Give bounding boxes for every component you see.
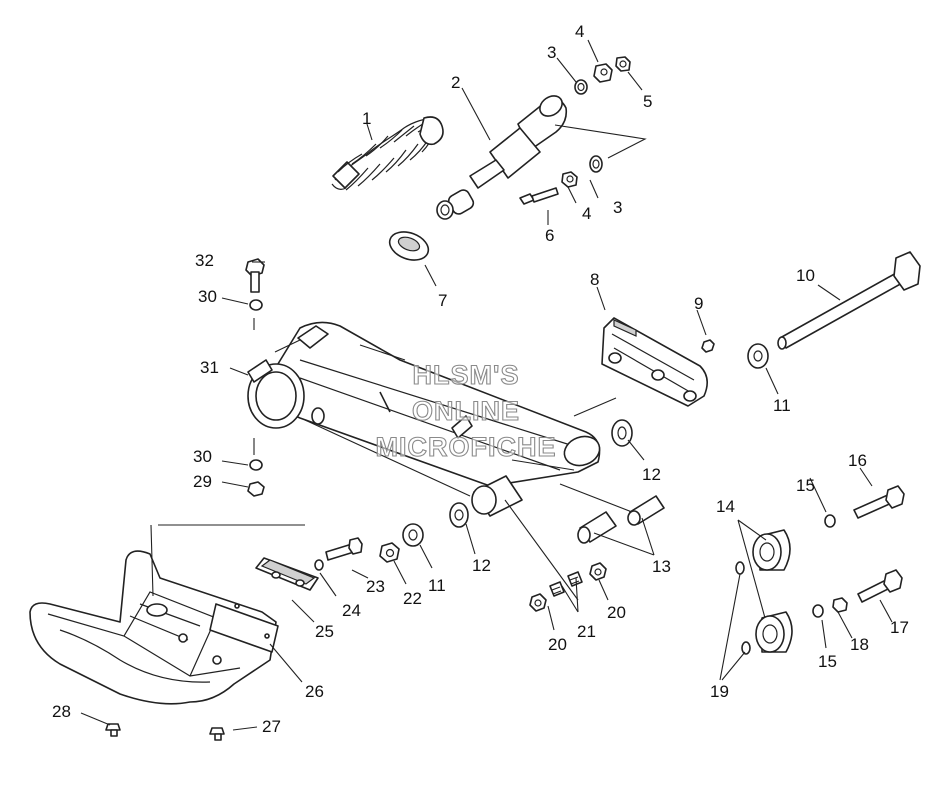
callout-13: 13	[652, 557, 671, 576]
watermark-line-3: MICROFICHE	[376, 432, 557, 462]
callout-16: 16	[848, 451, 867, 470]
skid-screw-part	[105, 723, 225, 741]
callout-8: 8	[590, 270, 599, 289]
screw-part	[701, 339, 715, 353]
callout-4a: 4	[575, 22, 584, 41]
callout-3b: 3	[613, 198, 622, 217]
callout-25: 25	[315, 622, 334, 641]
skid-plate-part	[29, 550, 279, 705]
spring-seat-part	[388, 231, 430, 261]
callout-29: 29	[193, 472, 212, 491]
lock-nut-part	[615, 56, 631, 72]
arm-fastener-part	[245, 258, 265, 497]
watermark: HLSM'S ONLINE MICROFICHE	[375, 359, 557, 462]
callout-26: 26	[305, 682, 324, 701]
hex-bolt-part	[325, 537, 363, 561]
callout-20b: 20	[548, 635, 567, 654]
flat-washer-part	[402, 343, 769, 547]
callout-31: 31	[200, 358, 219, 377]
wear-strip-part	[255, 557, 319, 591]
callout-30b: 30	[193, 447, 212, 466]
washer-part	[574, 79, 603, 173]
flange-nut-part	[379, 542, 400, 563]
grease-fitting-part	[549, 571, 583, 597]
idler-wheel-part	[752, 529, 793, 653]
lock-washer-part	[314, 559, 324, 571]
slide-bracket-part	[601, 317, 708, 407]
callout-6: 6	[545, 226, 554, 245]
callout-17: 17	[890, 618, 909, 637]
callout-24: 24	[342, 601, 361, 620]
callout-5: 5	[643, 92, 652, 111]
callout-23: 23	[366, 577, 385, 596]
callout-labels: 1 2 3 3 4 4 5 6 7 8 9 10 11 11 12 12 13 …	[52, 22, 909, 736]
bolt-part	[519, 187, 559, 205]
callout-11b: 11	[428, 576, 446, 595]
callout-14: 14	[716, 497, 735, 516]
callout-18: 18	[850, 635, 869, 654]
small-washer-part	[812, 514, 836, 618]
callout-7: 7	[438, 291, 447, 310]
callout-9: 9	[694, 294, 703, 313]
callout-3a: 3	[547, 43, 556, 62]
callout-27: 27	[262, 717, 281, 736]
swing-arm-part	[247, 321, 601, 487]
callout-32: 32	[195, 251, 214, 270]
wheel-nut-part	[832, 597, 848, 613]
callout-4b: 4	[582, 204, 591, 223]
coil-spring-part	[331, 116, 444, 191]
callout-22: 22	[403, 589, 422, 608]
tube-part	[577, 495, 665, 544]
callout-10: 10	[796, 266, 815, 285]
spacer-part	[735, 561, 751, 655]
nut-part	[561, 63, 613, 188]
callout-12a: 12	[642, 465, 661, 484]
callout-1: 1	[362, 109, 371, 128]
callout-15a: 15	[796, 476, 815, 495]
callout-28: 28	[52, 702, 71, 721]
callout-30a: 30	[198, 287, 217, 306]
callout-15b: 15	[818, 652, 837, 671]
hex-nut-part	[529, 562, 607, 612]
wheel-bolt-long-part	[857, 569, 903, 603]
callout-20a: 20	[607, 603, 626, 622]
shock-absorber-part	[436, 95, 568, 220]
watermark-line-2: ONLINE	[412, 396, 520, 426]
callout-11a: 11	[773, 396, 791, 415]
axle-bolt-part	[777, 251, 921, 350]
watermark-line-1: HLSM'S	[413, 360, 520, 390]
callout-21: 21	[577, 622, 596, 641]
callout-2: 2	[451, 73, 460, 92]
wheel-bolt-part	[853, 485, 905, 519]
callout-19: 19	[710, 682, 729, 701]
leader-lines	[80, 39, 893, 731]
callout-12b: 12	[472, 556, 491, 575]
